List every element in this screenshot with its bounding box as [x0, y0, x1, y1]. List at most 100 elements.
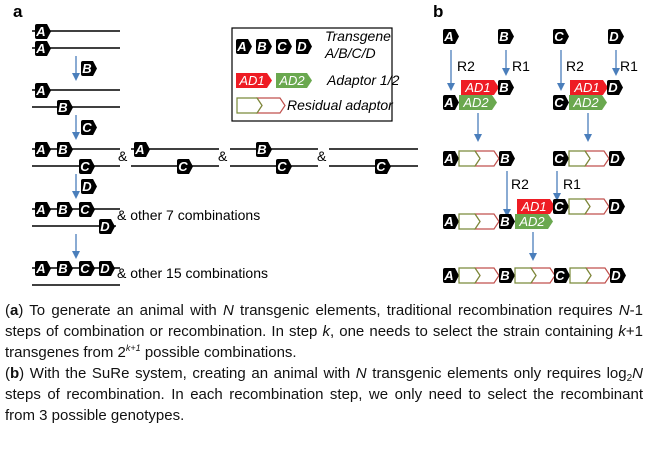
- transgene-letter: D: [82, 179, 92, 194]
- transgene-shape: [81, 179, 97, 194]
- transgene-letter: B: [82, 61, 91, 76]
- caption-var-n: N: [355, 365, 367, 382]
- caption-b-text: transgenic elements only requires log: [366, 365, 627, 382]
- transgene-shape: [81, 120, 97, 135]
- transgene-d-tag: D: [607, 80, 623, 95]
- transgene-c-tag: C: [79, 202, 95, 217]
- residual-adaptor: [569, 267, 611, 284]
- transgene-letter: C: [555, 268, 565, 283]
- transgene-shape: [99, 261, 115, 276]
- transgene-letter: B: [257, 39, 266, 54]
- transgene-shape: [256, 39, 272, 54]
- transgene-letter: D: [610, 199, 620, 214]
- transgene-b-tag: B: [499, 268, 515, 283]
- caption-exponent-text: k+1: [125, 343, 141, 353]
- legend-adaptor-label: Adaptor 1/2: [326, 72, 400, 88]
- transgene-shape: [375, 159, 391, 174]
- residual-adaptor: [458, 150, 500, 167]
- transgene-c-tag: C: [79, 159, 95, 174]
- adaptor-label: AD1: [464, 80, 490, 95]
- transgene-letter: B: [58, 202, 67, 217]
- transgene-letter: C: [554, 29, 564, 44]
- adaptor-shape: [570, 80, 608, 95]
- transgene-b-tag: B: [499, 151, 515, 166]
- transgene-b-tag: B: [256, 39, 272, 54]
- transgene-shape: [35, 83, 51, 98]
- transgene-letter: C: [82, 120, 92, 135]
- residual-green-chevron: [236, 97, 263, 114]
- legend-residual-adaptor-icon: [236, 97, 286, 114]
- panel-b-label: b: [433, 2, 443, 21]
- residual-green-chevron: [458, 150, 481, 167]
- transgene-shape: [35, 41, 51, 56]
- transgene-letter: C: [277, 159, 287, 174]
- transgene-letter: B: [500, 214, 509, 229]
- r1-label-1: R1: [512, 58, 530, 74]
- transgene-letter: A: [35, 261, 45, 276]
- transgene-letter: A: [443, 95, 453, 110]
- transgene-letter: D: [609, 29, 619, 44]
- transgene-shape: [57, 100, 73, 115]
- caption-b-text: With the SuRe system, creating an animal…: [24, 365, 356, 382]
- transgene-letter: A: [35, 24, 45, 39]
- caption-var-n: N: [222, 302, 234, 319]
- transgene-letter: A: [443, 29, 453, 44]
- caption-var-k: k: [618, 323, 626, 340]
- adaptor-label: AD2: [278, 73, 305, 88]
- transgene-letter: A: [443, 151, 453, 166]
- transgene-shape: [553, 199, 569, 214]
- transgene-letter: B: [58, 100, 67, 115]
- transgene-shape: [553, 151, 569, 166]
- transgene-shape: [134, 142, 150, 157]
- residual-adaptor: [568, 198, 610, 215]
- transgene-b-tag: B: [498, 80, 514, 95]
- adaptor-shape: [276, 73, 312, 88]
- transgene-shape: [498, 80, 514, 95]
- transgene-shape: [276, 159, 292, 174]
- r2-label-2: R2: [566, 58, 584, 74]
- transgene-shape: [256, 142, 272, 157]
- transgene-shape: [554, 268, 570, 283]
- transgene-b-tag: B: [57, 100, 73, 115]
- caption-a-text: possible combinations.: [140, 344, 297, 361]
- transgene-a-tag: A: [35, 202, 51, 217]
- transgene-d-tag: D: [608, 29, 624, 44]
- transgene-d-tag: D: [609, 199, 625, 214]
- transgene-d-tag: D: [99, 219, 115, 234]
- adaptor-shape: [459, 95, 497, 110]
- transgene-letter: B: [58, 261, 67, 276]
- adaptor-shape: [236, 73, 272, 88]
- transgene-c-tag: C: [375, 159, 391, 174]
- residual-adaptor: [568, 150, 610, 167]
- transgene-a-tag: A: [134, 142, 150, 157]
- transgene-a-tag: A: [443, 214, 459, 229]
- transgene-shape: [35, 261, 51, 276]
- transgene-letter: B: [257, 142, 266, 157]
- ad2-adaptor: AD2: [569, 95, 607, 110]
- transgene-a-tag: A: [35, 261, 51, 276]
- transgene-letter: C: [80, 202, 90, 217]
- caption-a-text: -1 steps of combination or recombination…: [5, 302, 643, 340]
- residual-green-chevron: [568, 198, 591, 215]
- transgene-a-tag: A: [35, 24, 51, 39]
- residual-adaptor: [514, 267, 556, 284]
- transgene-shape: [553, 29, 569, 44]
- transgene-shape: [499, 151, 515, 166]
- residual-green-chevron: [569, 267, 592, 284]
- r1-label-3: R1: [563, 176, 581, 192]
- transgene-shape: [607, 80, 623, 95]
- transgene-shape: [177, 159, 193, 174]
- caption-var-n: N: [618, 302, 630, 319]
- transgene-d-tag: D: [81, 179, 97, 194]
- legend-transgene-label-line2: A/B/C/D: [324, 45, 376, 61]
- transgene-a-tag: A: [443, 95, 459, 110]
- transgene-letter: B: [500, 268, 509, 283]
- transgene-letter: D: [610, 151, 620, 166]
- transgene-a-tag: A: [443, 29, 459, 44]
- residual-adaptor: [458, 267, 500, 284]
- transgene-shape: [498, 29, 514, 44]
- caption-a-text: , one needs to select the strain contain…: [329, 323, 619, 340]
- transgene-letter: A: [443, 214, 453, 229]
